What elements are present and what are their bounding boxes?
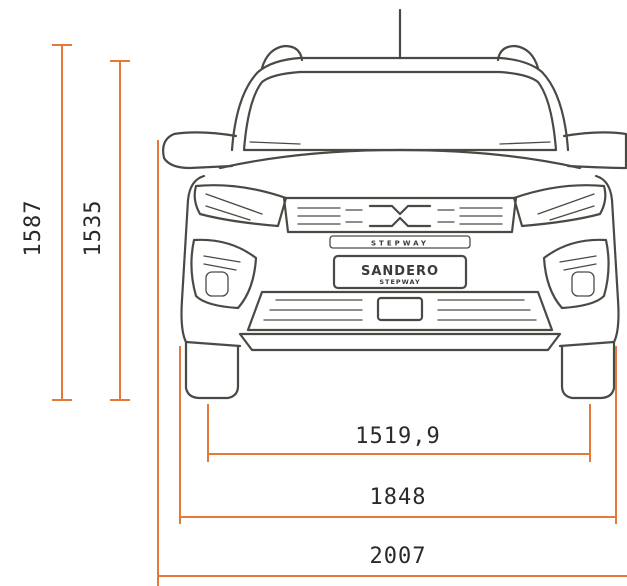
dimension-width-with-mirrors: 2007 (157, 140, 627, 586)
fog-housing-right (542, 238, 610, 310)
dimension-body-width: 1848 (179, 346, 617, 524)
dimension-track-width: 1519,9 (207, 404, 591, 462)
dimension-label-1587: 1587 (21, 200, 46, 257)
dimension-label-2007: 2007 (370, 544, 427, 569)
body-left (180, 174, 206, 344)
body-right (594, 174, 620, 344)
dacia-logo-icon (368, 204, 432, 228)
dimension-overall-height: 1587 (21, 44, 72, 401)
bumper-bottom (184, 340, 616, 348)
windshield (242, 70, 558, 152)
roof-rail-left (260, 44, 304, 70)
tyre-right (560, 340, 616, 400)
car-front-view: STEPWAY SANDERO STEPWAY (162, 8, 627, 400)
headlight-right (512, 184, 607, 228)
headlight-left (193, 184, 288, 228)
badge-plate (332, 254, 468, 290)
dimension-body-height: 1535 (81, 60, 130, 401)
dimension-label-1535: 1535 (81, 200, 106, 257)
tyre-left (184, 340, 240, 400)
roof-outline (230, 56, 570, 152)
mirror-left (162, 131, 238, 170)
hood (218, 148, 582, 170)
tow-cover (376, 296, 424, 322)
grille-slats (297, 207, 503, 225)
badge-trim: STEPWAY (379, 278, 420, 286)
dimension-label-1848: 1848 (370, 485, 427, 510)
grille-stepway-text: STEPWAY (371, 240, 429, 248)
badge-model: SANDERO (361, 264, 439, 279)
mirror-right (562, 131, 627, 170)
upper-grille (282, 196, 518, 234)
fog-housing-left (190, 238, 258, 310)
roof-rail-right (496, 44, 540, 70)
dimension-label-1519-9: 1519,9 (355, 424, 440, 449)
skid-plate (238, 332, 562, 352)
lower-grille (246, 290, 554, 332)
